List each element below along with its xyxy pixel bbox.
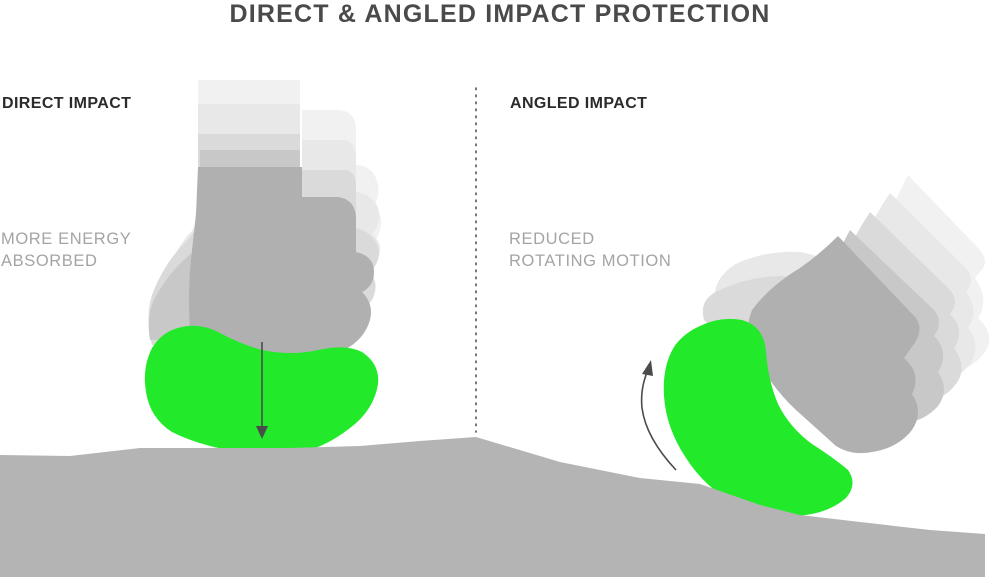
angled-arrow-curve	[640, 369, 677, 471]
angled-impact-illustration	[640, 175, 990, 517]
ground-surface	[0, 437, 985, 577]
angled-rotation-arrow	[640, 360, 677, 471]
direct-arrow-head	[256, 426, 268, 439]
direct-impact-caption: MORE ENERGY ABSORBED	[1, 228, 131, 272]
direct-impact-heading: DIRECT IMPACT	[2, 95, 132, 112]
angled-impact-caption: REDUCED ROTATING MOTION	[509, 228, 671, 272]
direct-caption-line-1: MORE ENERGY	[1, 230, 132, 248]
page-title: DIRECT & ANGLED IMPACT PROTECTION	[229, 0, 771, 28]
direct-force-arrow	[256, 342, 268, 439]
direct-impactor	[189, 167, 374, 355]
angled-caption-line-1: REDUCED	[509, 230, 595, 248]
direct-caption-line-2: ABSORBED	[1, 252, 98, 270]
angled-impactor	[748, 236, 920, 454]
angled-caption-line-2: ROTATING MOTION	[509, 252, 672, 270]
angled-arrow-head	[642, 360, 653, 376]
angled-foam-pad	[663, 318, 853, 517]
direct-impact-illustration	[144, 80, 382, 456]
angled-impact-heading: ANGLED IMPACT	[510, 95, 648, 112]
